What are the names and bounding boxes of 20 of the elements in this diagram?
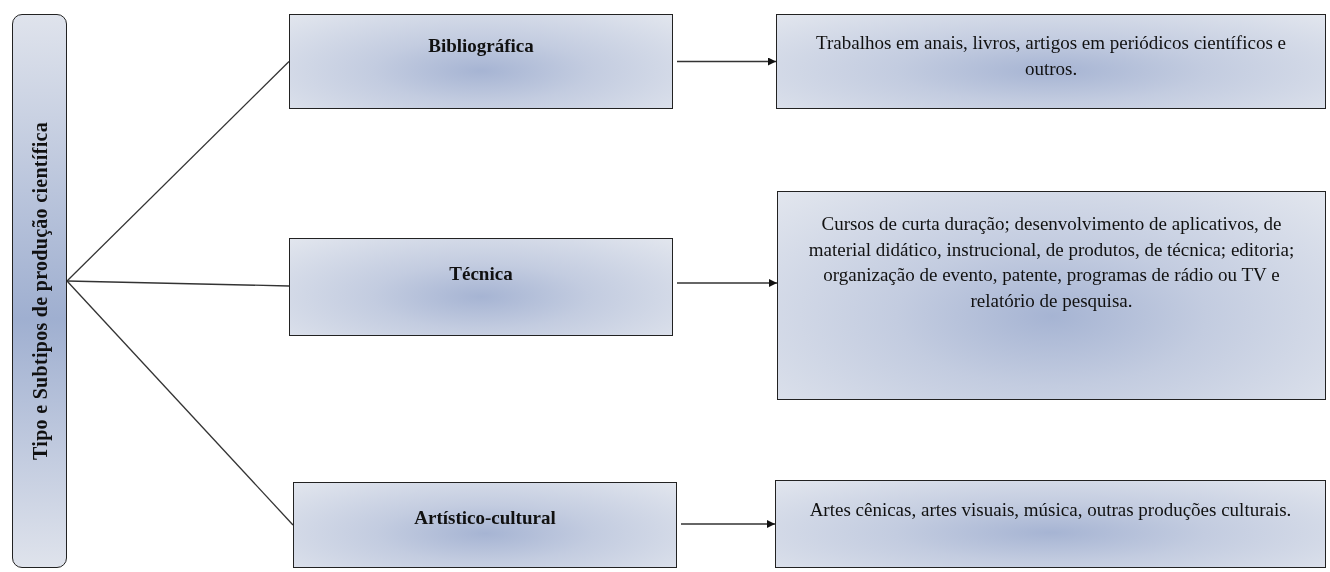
type-box — [293, 482, 677, 568]
type-label: Técnica — [448, 262, 514, 286]
arrow — [676, 57, 777, 66]
type-box — [289, 238, 673, 336]
description-box — [775, 480, 1326, 568]
connector-line — [66, 280, 290, 287]
description-text: Artes cênicas, artes visuais, música, outras produções culturais. — [808, 498, 1293, 522]
connector-line — [66, 280, 294, 526]
description-box — [777, 191, 1326, 400]
type-label: Artístico-cultural — [413, 506, 557, 530]
category-box — [12, 14, 67, 568]
arrow — [676, 279, 778, 287]
type-label: Bibliográfica — [427, 34, 535, 58]
connector-line — [66, 60, 290, 282]
arrow — [680, 520, 776, 528]
category-title: Tipo e Subtipos de produção científica — [28, 122, 51, 460]
description-text: Cursos de curta duração; desenvolvimento de aplicativos, de material didático, instrucional, de produtos, de técnica; editoria; organização de evento, patente, programas de rádio ou TV e relatório de pesquisa. — [807, 212, 1296, 313]
description-text: Trabalhos em anais, livros, artigos em periódicos científicos e outros. — [815, 31, 1287, 81]
type-box — [289, 14, 673, 109]
description-box — [776, 14, 1326, 109]
